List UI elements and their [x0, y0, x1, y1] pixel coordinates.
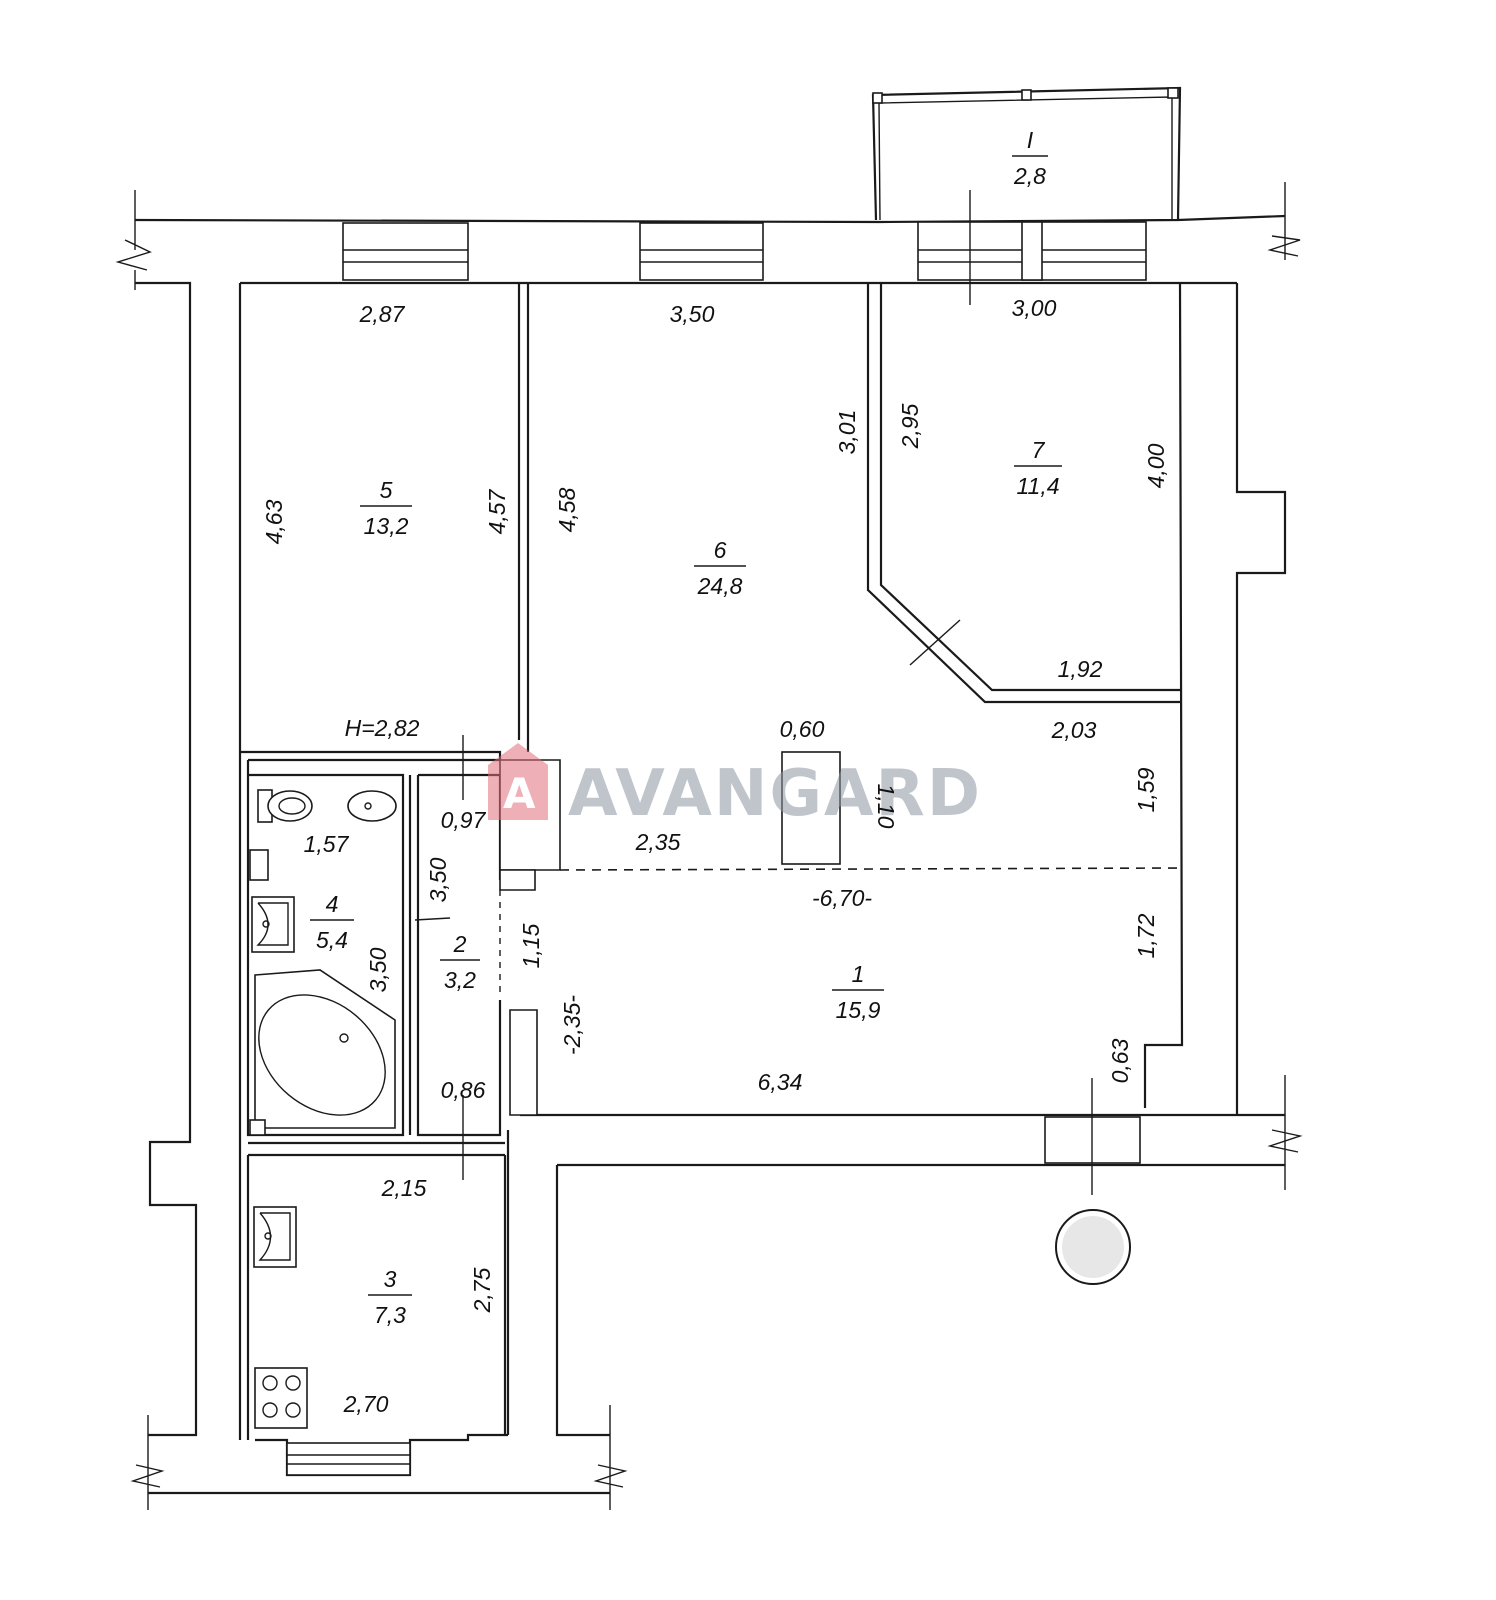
dim-column-height: 1,10: [873, 784, 899, 829]
dim-column-width: 0,60: [780, 716, 825, 742]
room-5-label: 5 13,2: [360, 477, 412, 539]
dim-r3-bottom: 2,70: [343, 1391, 389, 1417]
dim-r2-bottom: 0,86: [441, 1077, 486, 1103]
room-number: 3: [384, 1266, 397, 1292]
dim-r1-side: 1,72: [1133, 913, 1159, 958]
watermark-text: AVANGARD: [568, 757, 982, 831]
dim-r4-side: 3,50: [365, 947, 391, 992]
room-area: 13,2: [364, 513, 409, 539]
dim-r3-top: 2,15: [381, 1175, 427, 1201]
room-6-label: 6 24,8: [694, 537, 746, 599]
room-balcony-label: I 2,8: [1012, 127, 1048, 189]
dim-r2-side: 3,50: [425, 857, 451, 902]
room-area: 15,9: [836, 997, 881, 1023]
toilet-icon: [257, 789, 313, 823]
dimension-labels: 2,87 4,63 4,57 H=2,82 3,50 4,58 3,01 3,0…: [261, 295, 1169, 1417]
room-area: 24,8: [697, 573, 743, 599]
room-number: 1: [852, 961, 865, 987]
dim-r2-top: 0,97: [441, 807, 487, 833]
dim-r6-right: 3,01: [834, 410, 860, 455]
dim-r1-step: 0,63: [1107, 1038, 1133, 1083]
bathtub-icon: [249, 969, 396, 1136]
dim-r1-left: -2,35-: [559, 995, 585, 1055]
dim-r1-upper-side: 1,59: [1133, 767, 1159, 812]
watermark-logo-letter: A: [503, 769, 536, 818]
room-area: 3,2: [444, 967, 476, 993]
dim-r5-right: 4,57: [484, 488, 510, 534]
kitchen-sink-icon: [253, 1206, 297, 1268]
room-1-label: 1 15,9: [832, 961, 884, 1023]
windows: [286, 190, 1147, 1476]
room-number: 6: [714, 537, 727, 563]
dim-r6-top: 3,50: [670, 301, 715, 327]
room-number: 4: [326, 891, 339, 917]
bidet-icon: [347, 790, 397, 822]
dim-r1-upper-right: 2,03: [1051, 717, 1097, 743]
room-2-label: 2 3,2: [440, 931, 480, 993]
dim-r1-bottom: 6,34: [758, 1069, 803, 1095]
exterior-walls: [115, 182, 1303, 1510]
dim-r4-top: 1,57: [304, 831, 350, 857]
room-3-label: 3 7,3: [368, 1266, 412, 1328]
room-number: 2: [453, 931, 467, 957]
bathroom-shelf: [249, 849, 269, 881]
dim-r5-top: 2,87: [359, 301, 406, 327]
room-area: 7,3: [374, 1302, 406, 1328]
room-number: 5: [380, 477, 393, 503]
dim-r1-full-width: -6,70-: [812, 885, 872, 911]
drainpipe-icon: [1055, 1209, 1131, 1285]
fixtures: [249, 789, 1131, 1429]
dim-r7-left: 2,95: [897, 403, 923, 449]
dim-r7-right: 4,00: [1143, 443, 1169, 488]
ceiling-height: H=2,82: [345, 715, 420, 741]
room-area: 2,8: [1013, 163, 1046, 189]
room-7-label: 7 11,4: [1014, 437, 1062, 499]
dim-r7-bottom: 1,92: [1058, 656, 1103, 682]
avangard-watermark: A AVANGARD: [488, 743, 982, 831]
dim-r1-upper-mid: 2,35: [635, 829, 681, 855]
dim-r5-left: 4,63: [261, 499, 287, 544]
bathroom-sink-icon: [251, 896, 295, 953]
room-labels: I 2,8 5 13,2 6 24,8 7 11,4 4 5,4 2 3,2: [310, 127, 1062, 1328]
dim-r7-top: 3,00: [1012, 295, 1057, 321]
room-area: 5,4: [316, 927, 348, 953]
dim-r2-door: 1,15: [518, 923, 544, 968]
dim-r3-side: 2,75: [469, 1267, 495, 1313]
room-number: 7: [1032, 437, 1046, 463]
balcony: [871, 86, 1182, 221]
room-4-label: 4 5,4: [310, 891, 354, 953]
room-number: I: [1027, 127, 1034, 153]
dim-r6-left: 4,58: [554, 487, 580, 532]
room-area: 11,4: [1016, 473, 1059, 499]
stove-icon: [254, 1367, 308, 1429]
